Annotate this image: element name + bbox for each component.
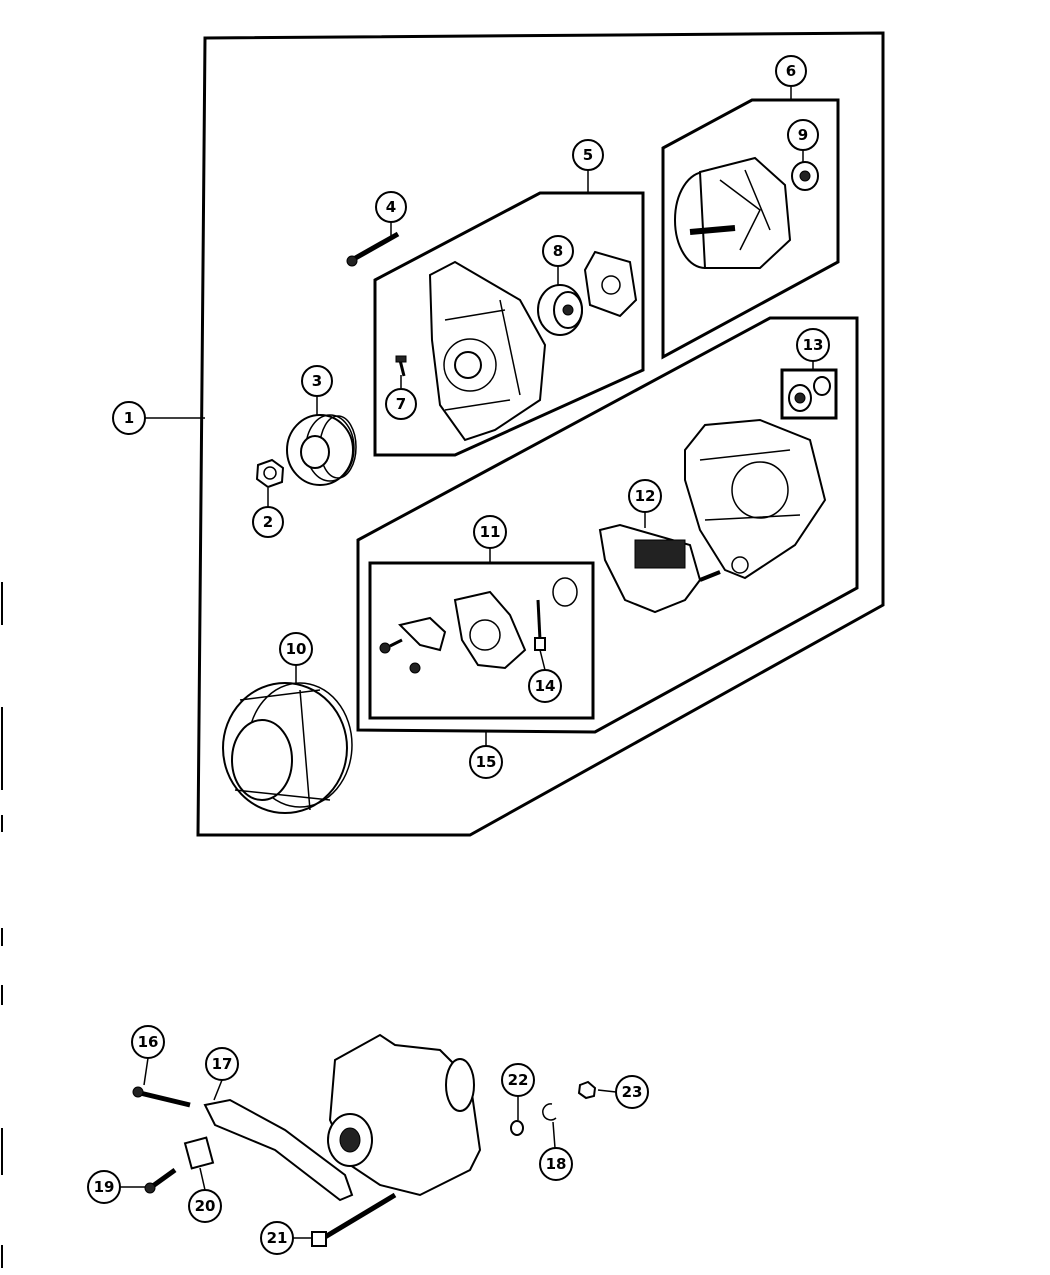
washer-22-part	[510, 1120, 524, 1136]
callout-11-label: 11	[480, 523, 501, 541]
callout-17: 17	[205, 1047, 239, 1081]
leader-lines	[120, 87, 814, 1239]
callout-5-label: 5	[583, 146, 593, 164]
callout-13-label: 13	[803, 336, 824, 354]
callout-16: 16	[131, 1025, 165, 1059]
callout-23-label: 23	[622, 1083, 643, 1101]
bolt-16-part	[132, 1086, 191, 1108]
callout-14: 14	[528, 669, 562, 703]
callout-22-label: 22	[508, 1071, 529, 1089]
callout-20-label: 20	[195, 1197, 216, 1215]
callout-15-label: 15	[476, 753, 497, 771]
bolt-19-part	[144, 1167, 177, 1194]
callout-12: 12	[628, 479, 662, 513]
callout-13: 13	[796, 328, 830, 362]
nut-part	[255, 458, 285, 489]
callout-20: 20	[188, 1189, 222, 1223]
callout-22: 22	[501, 1063, 535, 1097]
rear-bearing-part	[788, 376, 831, 412]
rotor-part	[674, 156, 792, 269]
callout-9: 9	[787, 119, 819, 151]
stator-part	[222, 682, 353, 814]
callout-11: 11	[473, 515, 507, 549]
screw-part	[395, 355, 407, 377]
alternator-assembly-outline	[196, 31, 885, 837]
callout-7-label: 7	[396, 395, 406, 413]
callout-19-label: 19	[94, 1178, 115, 1196]
pulley-part	[286, 414, 357, 486]
callout-6: 6	[775, 55, 807, 87]
callout-8-label: 8	[553, 242, 563, 260]
callout-14-label: 14	[535, 677, 556, 695]
callout-10: 10	[279, 632, 313, 666]
callout-18-label: 18	[546, 1155, 567, 1173]
front-bearing-part	[537, 284, 583, 336]
rotor-group-outline	[661, 98, 840, 360]
callout-9-label: 9	[798, 126, 808, 144]
callout-5: 5	[572, 139, 604, 171]
callout-8: 8	[542, 235, 574, 267]
callout-10-label: 10	[286, 640, 307, 658]
callout-21: 21	[260, 1221, 294, 1255]
callout-2-label: 2	[263, 513, 273, 531]
callout-4: 4	[375, 191, 407, 223]
callout-3-label: 3	[312, 372, 322, 390]
callout-21-label: 21	[267, 1229, 288, 1247]
rear-bearing-group-outline	[780, 368, 838, 420]
rotor-bearing-part	[791, 161, 819, 191]
callout-1: 1	[112, 401, 146, 435]
callout-4-label: 4	[386, 198, 396, 216]
nut-20-part	[183, 1136, 215, 1170]
callout-18: 18	[539, 1147, 573, 1181]
brush-spring-part	[534, 599, 546, 651]
bolt-21-part	[311, 1192, 397, 1247]
callout-17-label: 17	[212, 1055, 233, 1073]
clip-18-part	[542, 1103, 557, 1121]
rear-housing-part	[684, 418, 827, 580]
callout-19: 19	[87, 1170, 121, 1204]
front-housing-group-outline	[373, 191, 645, 457]
callout-3: 3	[301, 365, 333, 397]
brush-holder-group-outline	[368, 561, 595, 720]
brush-holder-part	[379, 590, 527, 674]
retainer-plate-part	[583, 250, 638, 318]
callout-23: 23	[615, 1075, 649, 1109]
callout-7: 7	[385, 388, 417, 420]
alternator-assembled-part	[327, 1033, 482, 1197]
snap-ring-part	[552, 577, 578, 607]
callout-2: 2	[252, 506, 284, 538]
regulator-part	[598, 523, 721, 614]
rear-housing-group-outline	[356, 316, 859, 734]
callout-1-label: 1	[124, 409, 134, 427]
nut-23-part	[577, 1080, 597, 1100]
adjusting-bracket-part	[203, 1098, 354, 1202]
callout-15: 15	[469, 745, 503, 779]
callout-16-label: 16	[138, 1033, 159, 1051]
callout-12-label: 12	[635, 487, 656, 505]
front-housing-part	[428, 260, 547, 442]
callout-6-label: 6	[786, 62, 796, 80]
